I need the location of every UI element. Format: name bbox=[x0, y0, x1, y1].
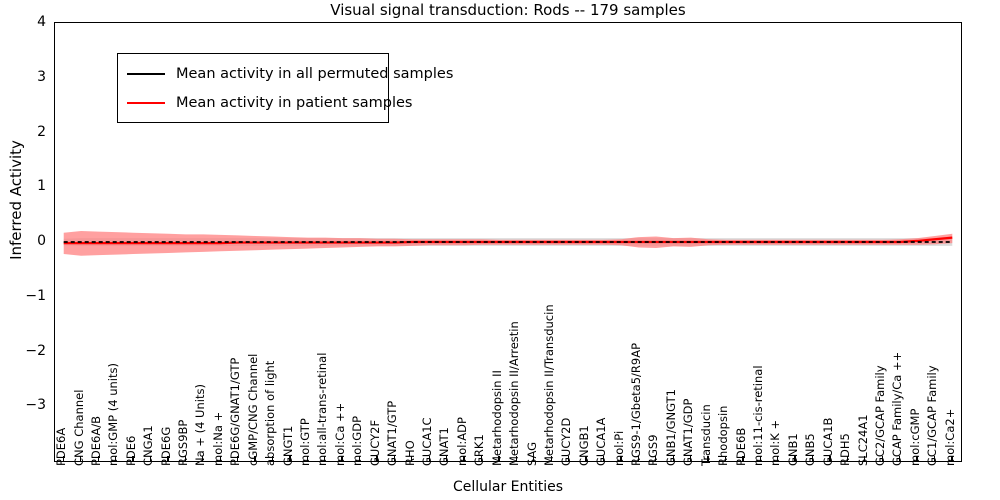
y-tick-label: −2 bbox=[25, 342, 46, 359]
legend-item-patient: Mean activity in patient samples bbox=[118, 88, 412, 117]
y-tick-label: 4 bbox=[37, 14, 46, 30]
y-tick-label: 1 bbox=[37, 178, 46, 195]
legend-label-patient: Mean activity in patient samples bbox=[176, 94, 413, 111]
legend-item-permuted: Mean activity in all permuted samples bbox=[118, 59, 453, 88]
patient-band bbox=[63, 231, 953, 256]
chart-title: Visual signal transduction: Rods -- 179 … bbox=[330, 1, 686, 19]
plot-area: Mean activity in all permuted samples Me… bbox=[54, 22, 962, 462]
legend-label-permuted: Mean activity in all permuted samples bbox=[176, 65, 454, 82]
x-axis-label: Cellular Entities bbox=[452, 479, 564, 495]
y-tick-label: 3 bbox=[37, 68, 46, 85]
y-tick-label: 2 bbox=[37, 123, 46, 140]
y-tick-label: −1 bbox=[25, 287, 46, 304]
legend-swatch-permuted bbox=[127, 72, 165, 75]
y-tick-label: 0 bbox=[37, 233, 46, 249]
legend-swatch-patient bbox=[127, 101, 165, 104]
legend-box: Mean activity in all permuted samples Me… bbox=[117, 53, 453, 123]
data-plot bbox=[63, 231, 953, 256]
y-tick-label: −3 bbox=[25, 397, 46, 414]
